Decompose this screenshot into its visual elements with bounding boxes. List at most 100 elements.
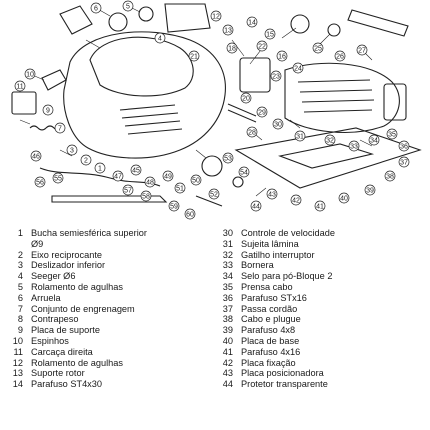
part-number: 35 (222, 281, 233, 292)
part-description: Parafuso 4x8 (241, 325, 296, 336)
callout-10: 10 (24, 68, 36, 80)
part-number: 42 (222, 357, 233, 368)
part-number: 4 (17, 271, 23, 282)
callout-29: 29 (256, 106, 268, 118)
base-plate (234, 127, 422, 189)
part-description: Arruela (31, 292, 61, 303)
svg-text:35: 35 (388, 132, 396, 139)
callout-20: 20 (240, 92, 252, 104)
part-description: Passa cordão (241, 303, 298, 314)
part-description: Placa posicionadora (241, 368, 324, 379)
callout-11: 11 (14, 80, 26, 92)
callout-44: 44 (250, 200, 262, 212)
switch-block (11, 91, 37, 115)
motor-fan (383, 83, 407, 121)
svg-text:59: 59 (170, 204, 178, 211)
callout-33: 33 (348, 140, 360, 152)
callout-37: 37 (398, 156, 410, 168)
part-number: 11 (13, 346, 23, 357)
svg-text:33: 33 (350, 144, 358, 151)
svg-text:48: 48 (146, 180, 154, 187)
part-row: 43 Placa posicionadora (218, 368, 424, 379)
part-row: 33 Bornera (218, 260, 424, 271)
housing-handle (89, 36, 194, 97)
motor-housing (284, 62, 400, 133)
part-number: 1 (17, 228, 23, 238)
callout-4: 4 (154, 32, 166, 44)
callout-53: 53 (222, 152, 234, 164)
bearing-small (327, 23, 341, 37)
part-description: Seeger Ø6 (31, 271, 76, 282)
svg-text:27: 27 (358, 48, 366, 55)
part-number: 41 (222, 346, 233, 357)
svg-text:32: 32 (326, 138, 334, 145)
part-description: Bornera (241, 260, 274, 271)
svg-text:53: 53 (224, 156, 232, 163)
part-number: 33 (222, 260, 233, 271)
housing-body (63, 31, 226, 159)
svg-text:7: 7 (58, 126, 62, 133)
callout-52: 52 (208, 188, 220, 200)
svg-text:45: 45 (132, 168, 140, 175)
part-number: 9 (17, 325, 23, 336)
svg-text:10: 10 (26, 72, 34, 79)
part-number: 38 (222, 314, 233, 325)
part-number: 40 (222, 335, 233, 346)
part-row: 4 Seeger Ø6 (8, 271, 214, 282)
part-description: Placa de suporte (31, 325, 100, 336)
svg-text:16: 16 (278, 54, 286, 61)
callout-59: 59 (168, 200, 180, 212)
part-number: 2 (17, 249, 23, 260)
svg-text:5: 5 (126, 4, 130, 11)
callout-38: 38 (384, 170, 396, 182)
callout-49: 49 (162, 170, 174, 182)
part-row: 9 Placa de suporte (8, 325, 214, 336)
gear-stack (164, 3, 211, 33)
callout-7: 7 (54, 122, 66, 134)
part-number: 43 (222, 368, 233, 379)
svg-text:26: 26 (336, 54, 344, 61)
part-number: 10 (12, 335, 23, 346)
svg-text:2: 2 (84, 158, 88, 165)
callout-36: 36 (398, 140, 410, 152)
svg-text:11: 11 (16, 84, 23, 91)
callout-57: 57 (122, 184, 134, 196)
part-number: 5 (17, 281, 23, 292)
svg-text:58: 58 (142, 194, 150, 201)
part-number: 12 (12, 357, 23, 368)
svg-text:22: 22 (258, 44, 266, 51)
callout-50: 50 (190, 174, 202, 186)
svg-text:40: 40 (340, 196, 348, 203)
screw-bottom (195, 195, 223, 207)
callout-43: 43 (266, 188, 278, 200)
callout-26: 26 (334, 50, 346, 62)
part-row: 11 Carcaça direita (8, 347, 214, 358)
part-description: Bucha semiesférica superior (31, 228, 147, 238)
part-number: 13 (12, 368, 23, 379)
part-row: Ø9 (8, 239, 214, 250)
part-description: Parafuso STx16 (241, 292, 307, 303)
callout-46: 46 (30, 150, 42, 162)
svg-text:57: 57 (124, 188, 132, 195)
part-description: Eixo reciprocante (31, 249, 102, 260)
svg-text:13: 13 (224, 28, 232, 35)
callout-21: 21 (188, 50, 200, 62)
callout-54: 54 (238, 166, 250, 178)
svg-text:55: 55 (54, 176, 62, 183)
part-description: Carcaça direita (31, 346, 93, 357)
part-description: Placa de base (241, 335, 300, 346)
